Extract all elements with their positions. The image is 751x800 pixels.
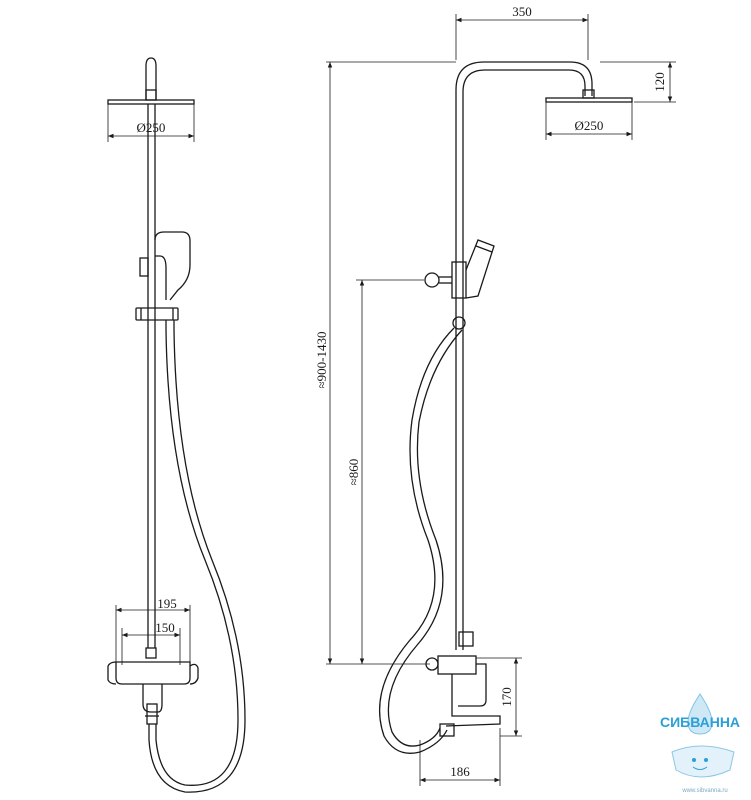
bathtub-smile-icon: [692, 766, 708, 770]
front-head-diameter-label: Ø250: [137, 120, 166, 135]
side-head-drop-label: 120: [652, 72, 667, 92]
front-dim-150-label: 150: [155, 620, 175, 635]
side-mixer-depth-label: 186: [450, 764, 470, 779]
front-connector: [145, 89, 157, 101]
side-riser-inner: [462, 69, 586, 650]
front-top-cap: [145, 57, 157, 100]
front-hose-inner: [148, 320, 246, 793]
front-mixer-body: [115, 661, 191, 685]
front-hand-shower: [154, 231, 191, 301]
front-holder-knob: [139, 257, 149, 277]
bathtub-eye-right-icon: [704, 758, 708, 762]
side-hand-shower: [465, 239, 495, 299]
front-view: Ø250 195 150: [107, 57, 246, 793]
front-spout-connector: [146, 703, 158, 725]
water-drop-icon: [687, 693, 713, 735]
side-view: ≈900-1430 ≈860 350 120 Ø250: [314, 4, 676, 786]
front-hand-shower-neck: [155, 255, 167, 300]
front-diverter: [145, 647, 157, 659]
side-total-height-label: ≈900-1430: [314, 332, 329, 389]
bathtub-eye-left-icon: [692, 758, 696, 762]
side-shower-head: [545, 97, 633, 103]
front-mixer-lever: [142, 684, 163, 713]
side-spout: [445, 674, 501, 727]
side-head-diameter-label: Ø250: [575, 118, 604, 133]
side-hose-joint: [452, 316, 466, 330]
side-slide-holder: [451, 261, 467, 299]
bathtub-icon: [671, 745, 735, 778]
front-slide-bar-holder: [135, 307, 179, 321]
side-holder-knob: [424, 272, 440, 288]
side-mixer-body: [437, 655, 477, 675]
side-hose-outer: [378, 327, 455, 754]
front-shower-head: [107, 99, 195, 105]
side-riser-outer: [455, 61, 593, 650]
side-hand-shower-face: [475, 245, 493, 253]
brand-url: www.sibvanna.ru: [681, 788, 727, 794]
brand-name: СИБВАННА: [660, 714, 740, 730]
front-dim-195-label: 195: [157, 596, 177, 611]
side-holder-height-label: ≈860: [346, 459, 361, 486]
side-arm-reach-label: 350: [512, 4, 532, 19]
front-mixer-right-end: [189, 663, 199, 685]
brand-logo: СИБВАННА www.sibvanna.ru: [660, 693, 740, 794]
side-hose-inner: [387, 329, 463, 747]
side-diverter: [458, 631, 474, 647]
side-mixer-lever: [458, 663, 487, 707]
front-mixer-left-end: [107, 661, 117, 685]
side-mixer-height-label: 170: [499, 687, 514, 707]
side-spout-outlet: [439, 723, 455, 737]
front-hose-outer: [155, 320, 239, 786]
